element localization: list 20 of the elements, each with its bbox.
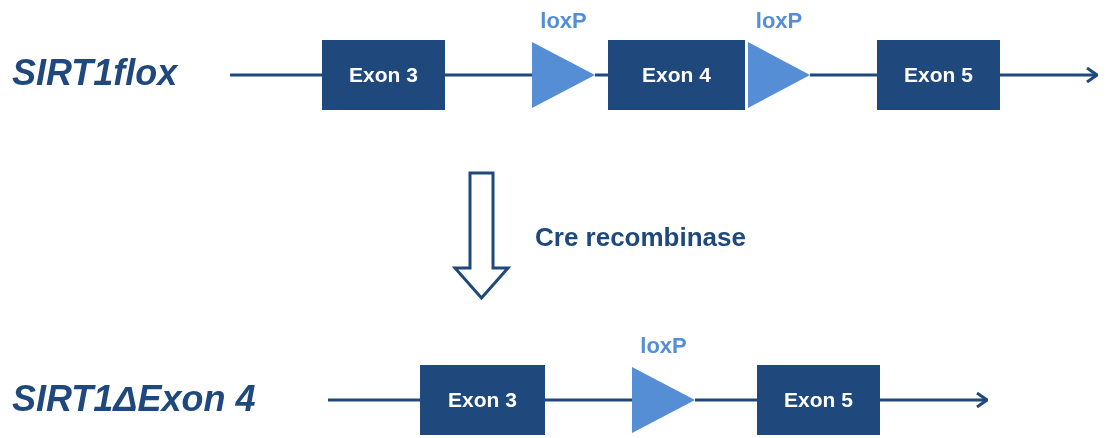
site-label: loxP [540,8,587,34]
gene-line [545,398,632,402]
arrow [1000,66,1099,84]
gene-line [595,73,608,77]
gene-line [695,398,757,402]
exon-box: Exon 5 [877,40,1000,110]
exon-box: Exon 5 [757,365,880,435]
gene-line [328,398,420,402]
exon-box: Exon 4 [608,40,745,110]
exon-box: Exon 3 [420,365,545,435]
gene-line [230,73,322,77]
exon-box: Exon 3 [322,40,445,110]
site-label: loxP [640,333,687,359]
step-label: Cre recombinase [535,222,746,253]
gene-line [445,73,532,77]
construct-name: SIRT1ΔExon 4 [12,378,256,420]
arrow [880,391,989,409]
site-label: loxP [755,8,803,34]
construct-name: SIRT1flox [12,52,178,94]
gene-line [810,73,877,77]
